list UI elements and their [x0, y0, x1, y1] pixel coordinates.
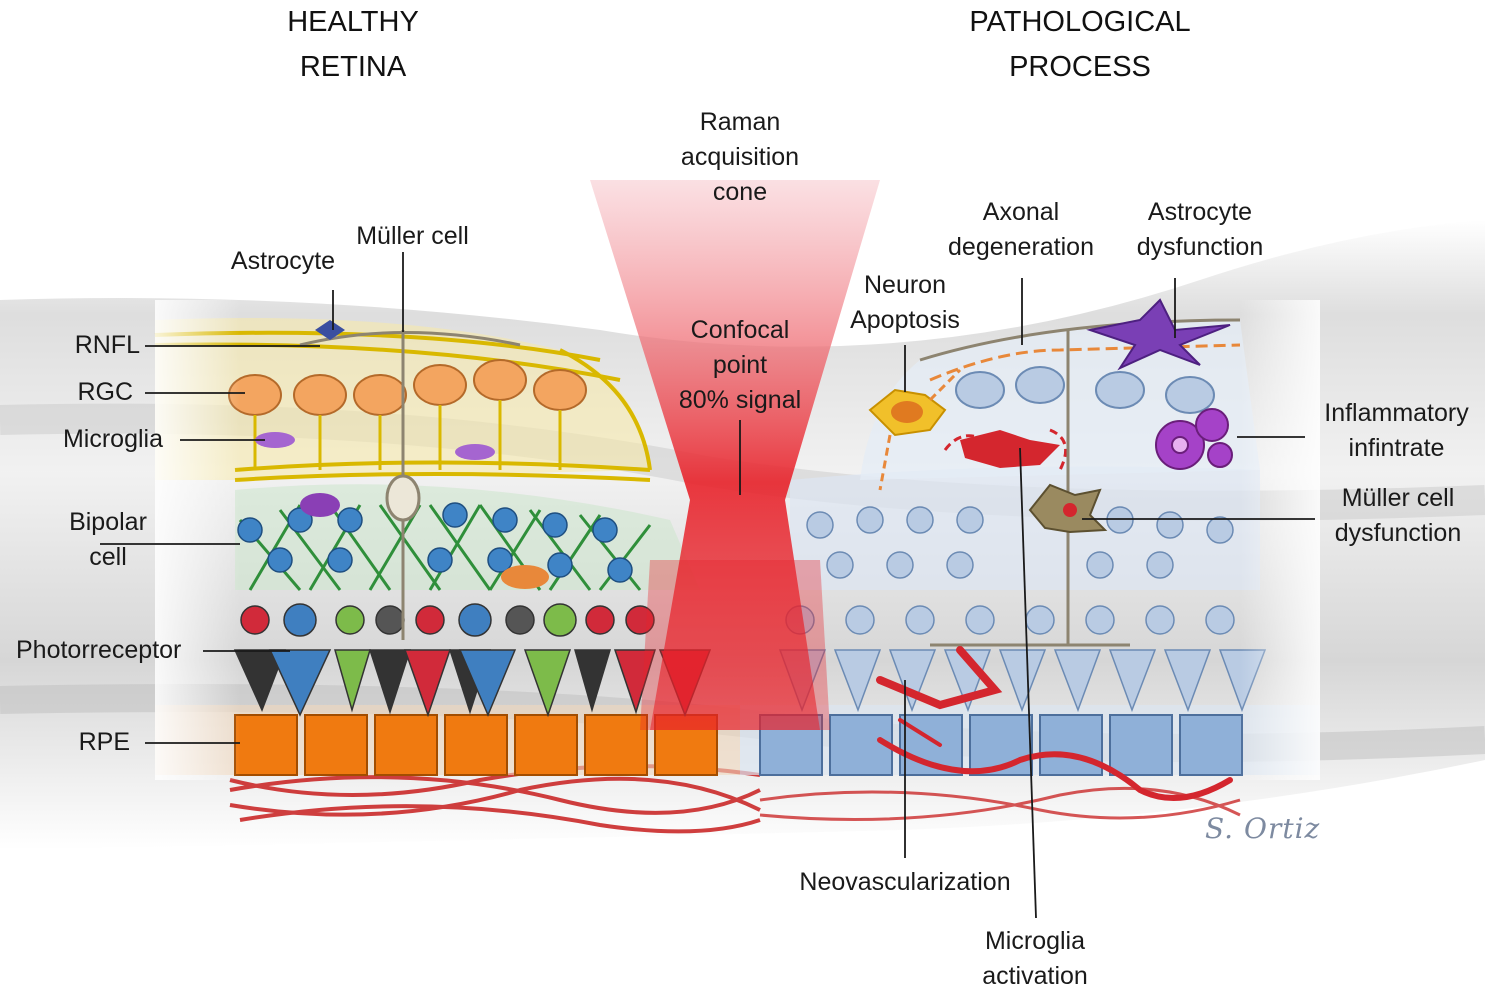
bipolar-label-line1: Bipolar [48, 505, 168, 540]
inflammatory-infiltrate-label: Inflammatory infintrate [1308, 396, 1485, 466]
confocal-label-line1: Confocal [640, 313, 840, 348]
muller-dysfunction-label: Müller cell dysfunction [1318, 481, 1478, 551]
confocal-label-line2: point [640, 348, 840, 383]
pathological-heading-line1: PATHOLOGICAL [940, 0, 1220, 45]
rpe-label: RPE [40, 725, 130, 760]
raman-label-line3: cone [640, 175, 840, 210]
microglia-label: Microglia [20, 422, 163, 457]
rnfl-label: RNFL [40, 328, 140, 363]
axonal-label-line2: degeneration [930, 230, 1112, 265]
microglia-activation-label: Microglia activation [955, 924, 1115, 990]
microglia-act-label-line2: activation [955, 959, 1115, 990]
confocal-label-line3: 80% signal [640, 383, 840, 418]
muller-dys-label-line2: dysfunction [1318, 516, 1478, 551]
microglia-act-label-line1: Microglia [955, 924, 1115, 959]
neovascularization-label: Neovascularization [785, 865, 1025, 900]
apoptosis-label-line1: Neuron [835, 268, 975, 303]
healthy-heading: HEALTHY RETINA [253, 0, 453, 90]
healthy-heading-line2: RETINA [253, 45, 453, 90]
astrocyte-dysfunction-label: Astrocyte dysfunction [1115, 195, 1285, 265]
bipolar-label-line2: cell [48, 540, 168, 575]
confocal-point-label: Confocal point 80% signal [640, 313, 840, 418]
neuron-apoptosis-label: Neuron Apoptosis [835, 268, 975, 338]
inflammatory-label-line2: infintrate [1308, 431, 1485, 466]
muller-cell-label: Müller cell [335, 219, 490, 254]
raman-cone-overlay [640, 560, 830, 730]
photoreceptor-label: Photorreceptor [16, 633, 181, 668]
raman-cone-label: Raman acquisition cone [640, 105, 840, 210]
rgc-label: RGC [40, 375, 133, 410]
inflammatory-label-line1: Inflammatory [1308, 396, 1485, 431]
healthy-photoreceptors [235, 604, 710, 715]
axonal-degeneration-label: Axonal degeneration [930, 195, 1112, 265]
bipolar-cell-label: Bipolar cell [48, 505, 168, 575]
astrocyte-label: Astrocyte [213, 244, 353, 279]
artist-signature: S. Ortiz [1205, 812, 1320, 845]
pathological-heading-line2: PROCESS [940, 45, 1220, 90]
raman-label-line2: acquisition [640, 140, 840, 175]
pathological-heading: PATHOLOGICAL PROCESS [940, 0, 1220, 90]
muller-dys-label-line1: Müller cell [1318, 481, 1478, 516]
raman-label-line1: Raman [640, 105, 840, 140]
apoptosis-label-line2: Apoptosis [835, 303, 975, 338]
axonal-label-line1: Axonal [930, 195, 1112, 230]
astro-dys-label-line1: Astrocyte [1115, 195, 1285, 230]
astro-dys-label-line2: dysfunction [1115, 230, 1285, 265]
healthy-heading-line1: HEALTHY [253, 0, 453, 45]
